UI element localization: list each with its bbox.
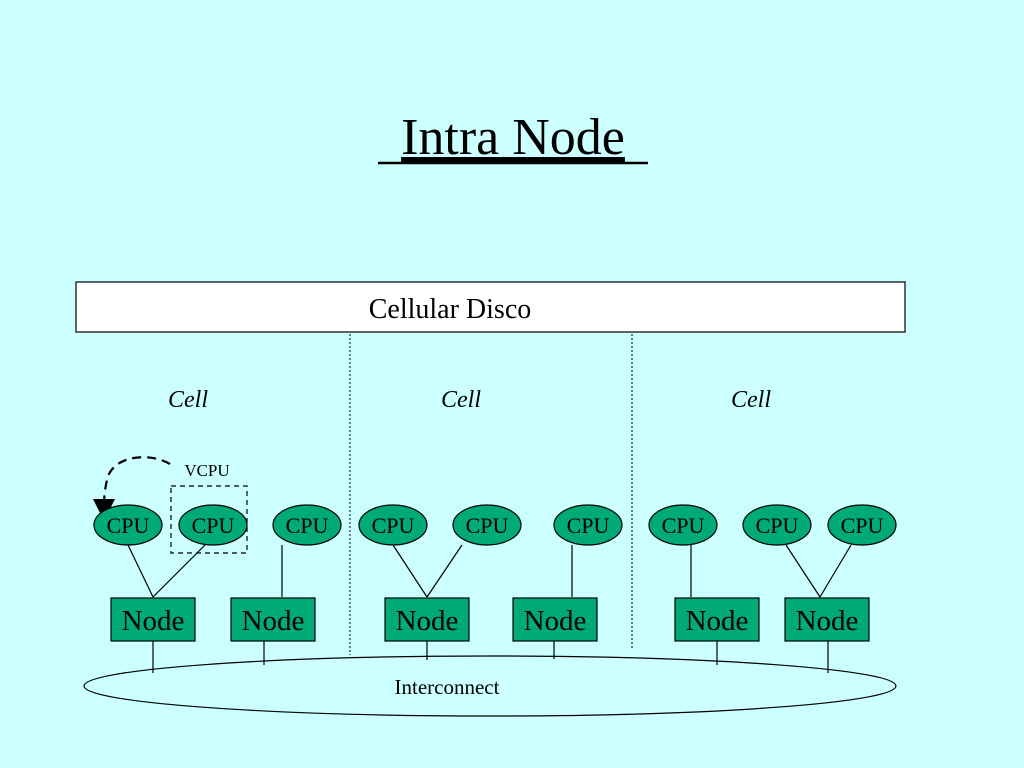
cell-label: Cell bbox=[168, 387, 208, 413]
cpu: CPU bbox=[742, 504, 812, 546]
cpu-label: CPU bbox=[567, 513, 610, 538]
page-title: Intra Node bbox=[401, 109, 625, 166]
node: Node bbox=[784, 597, 870, 642]
node-label: Node bbox=[686, 605, 749, 637]
cellular-disco-box bbox=[75, 281, 906, 333]
cell-label: Cell bbox=[441, 387, 481, 413]
cpu-node-connectors bbox=[127, 544, 852, 598]
node-interconnect-connectors bbox=[152, 641, 829, 673]
interconnect-label: Interconnect bbox=[395, 675, 500, 699]
cellular-disco-label: Cellular Disco bbox=[369, 294, 532, 325]
cpu-label: CPU bbox=[107, 513, 150, 538]
cpu: CPU bbox=[648, 504, 718, 546]
cpu: CPU bbox=[272, 504, 342, 546]
cpu-label: CPU bbox=[286, 513, 329, 538]
cpu-label: CPU bbox=[466, 513, 509, 538]
vcpu-label: VCPU bbox=[184, 461, 229, 480]
node-label: Node bbox=[524, 605, 587, 637]
cpu-label: CPU bbox=[192, 513, 235, 538]
cpu-label: CPU bbox=[372, 513, 415, 538]
node-label: Node bbox=[122, 605, 185, 637]
interconnect-ellipse bbox=[83, 655, 897, 717]
cell-label: Cell bbox=[731, 387, 771, 413]
node: Node bbox=[110, 597, 196, 642]
node: Node bbox=[384, 597, 470, 642]
cpu: CPU bbox=[358, 504, 428, 546]
vcpu-migration-arrow bbox=[93, 456, 171, 521]
cpu: CPU bbox=[827, 504, 897, 546]
cpu-label: CPU bbox=[756, 513, 799, 538]
cpu: CPU bbox=[93, 504, 163, 546]
node-label: Node bbox=[242, 605, 305, 637]
cpu: CPU bbox=[178, 504, 248, 546]
cpu: CPU bbox=[452, 504, 522, 546]
node-label: Node bbox=[796, 605, 859, 637]
vcpu-box bbox=[170, 485, 248, 554]
cpu-label: CPU bbox=[662, 513, 705, 538]
node: Node bbox=[674, 597, 760, 642]
cpu-label: CPU bbox=[841, 513, 884, 538]
node-label: Node bbox=[396, 605, 459, 637]
node: Node bbox=[512, 597, 598, 642]
cpu: CPU bbox=[553, 504, 623, 546]
node: Node bbox=[230, 597, 316, 642]
